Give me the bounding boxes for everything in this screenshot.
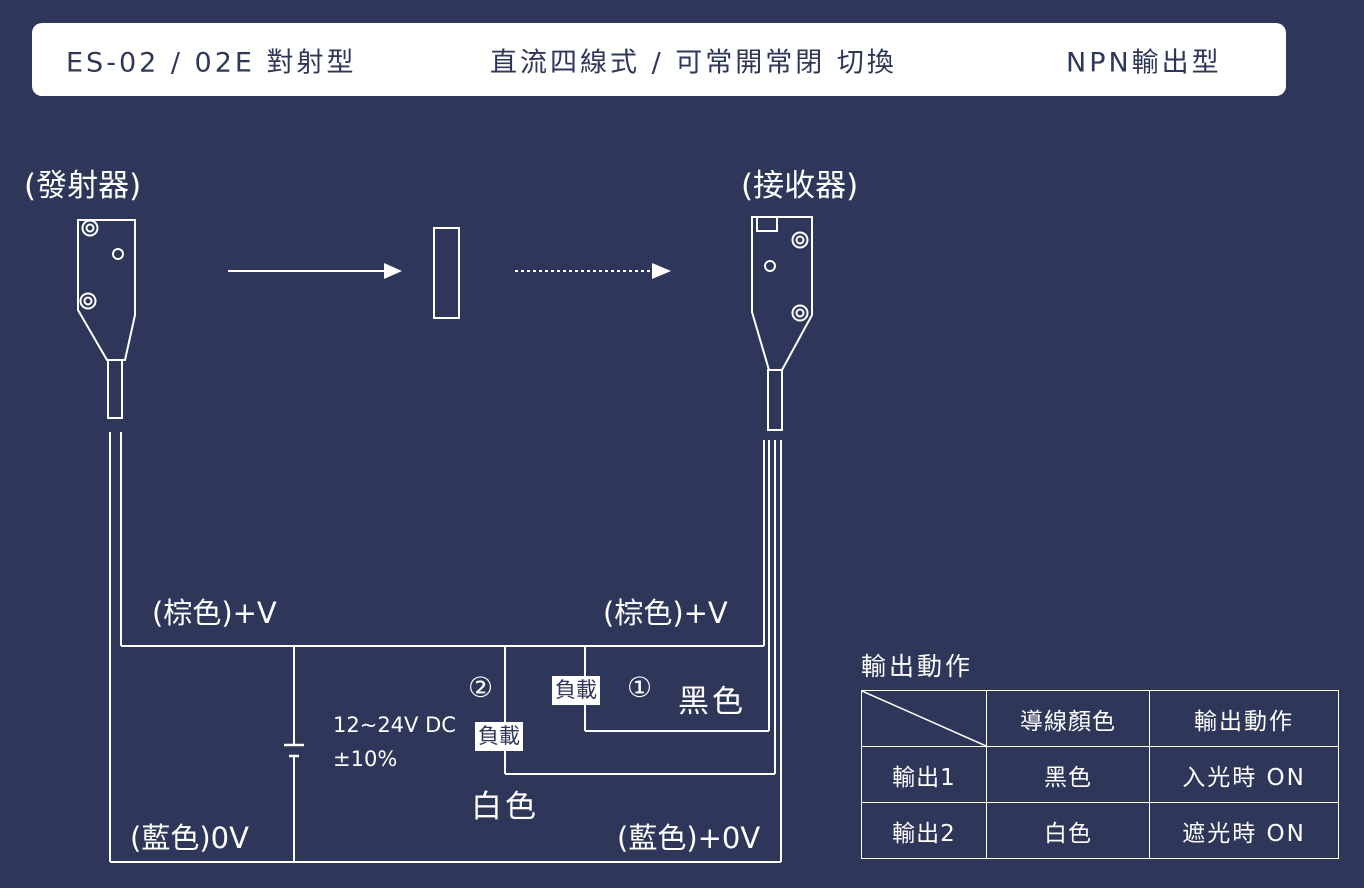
title-banner: ES-02 / 02E 對射型 直流四線式 / 可常開常閉 切換 NPN輸出型 (32, 23, 1286, 96)
table-header-row: 導線顏色 輸出動作 (861, 690, 1339, 747)
load-2-box: 負載 (475, 722, 523, 751)
target-object (433, 227, 460, 319)
supply-voltage-label: 12~24V DC (333, 713, 456, 737)
load-1-box: 負載 (552, 676, 600, 705)
model-label: ES-02 / 02E 對射型 (66, 47, 357, 78)
table-cell-wire-color: 黑色 (986, 746, 1150, 803)
supply-tolerance-label: ±10% (333, 747, 398, 771)
arrow-head-dotted (652, 263, 671, 279)
marker-1: ① (627, 671, 653, 704)
blue-wire-right-label: (藍色)+0V (617, 821, 761, 855)
receiver-sensor-icon (751, 216, 813, 431)
receiver-label: (接收器) (741, 168, 859, 204)
table-corner-cell (861, 690, 987, 747)
table-cell-action: 入光時 ON (1149, 746, 1339, 803)
table-header-output-action: 輸出動作 (1149, 690, 1339, 747)
white-wire-label: 白色 (471, 789, 539, 825)
table-cell-action: 遮光時 ON (1149, 802, 1339, 859)
marker-2: ② (468, 671, 494, 704)
table-cell-output: 輸出2 (861, 802, 987, 859)
table-row: 輸出1 黑色 入光時 ON (861, 746, 1339, 803)
output-table-title: 輸出動作 (861, 652, 974, 681)
output-type-label: NPN輸出型 (1066, 47, 1222, 78)
brown-wire-left-label: (棕色)+V (152, 596, 277, 630)
diagonal-divider (862, 691, 986, 746)
arrow-head-solid (384, 263, 402, 279)
black-wire-label: 黑色 (678, 684, 746, 720)
wiring-type-label: 直流四線式 / 可常開常閉 切換 (490, 47, 897, 78)
output-action-table: 導線顏色 輸出動作 輸出1 黑色 入光時 ON 輸出2 白色 遮光時 ON (861, 690, 1339, 859)
table-cell-output: 輸出1 (861, 746, 987, 803)
table-cell-wire-color: 白色 (986, 802, 1150, 859)
table-row: 輸出2 白色 遮光時 ON (861, 802, 1339, 859)
emitter-label: (發射器) (24, 168, 142, 204)
table-header-wire-color: 導線顏色 (986, 690, 1150, 747)
blue-wire-left-label: (藍色)0V (130, 821, 249, 855)
brown-wire-right-label: (棕色)+V (603, 596, 728, 630)
emitter-sensor-icon (77, 219, 136, 419)
